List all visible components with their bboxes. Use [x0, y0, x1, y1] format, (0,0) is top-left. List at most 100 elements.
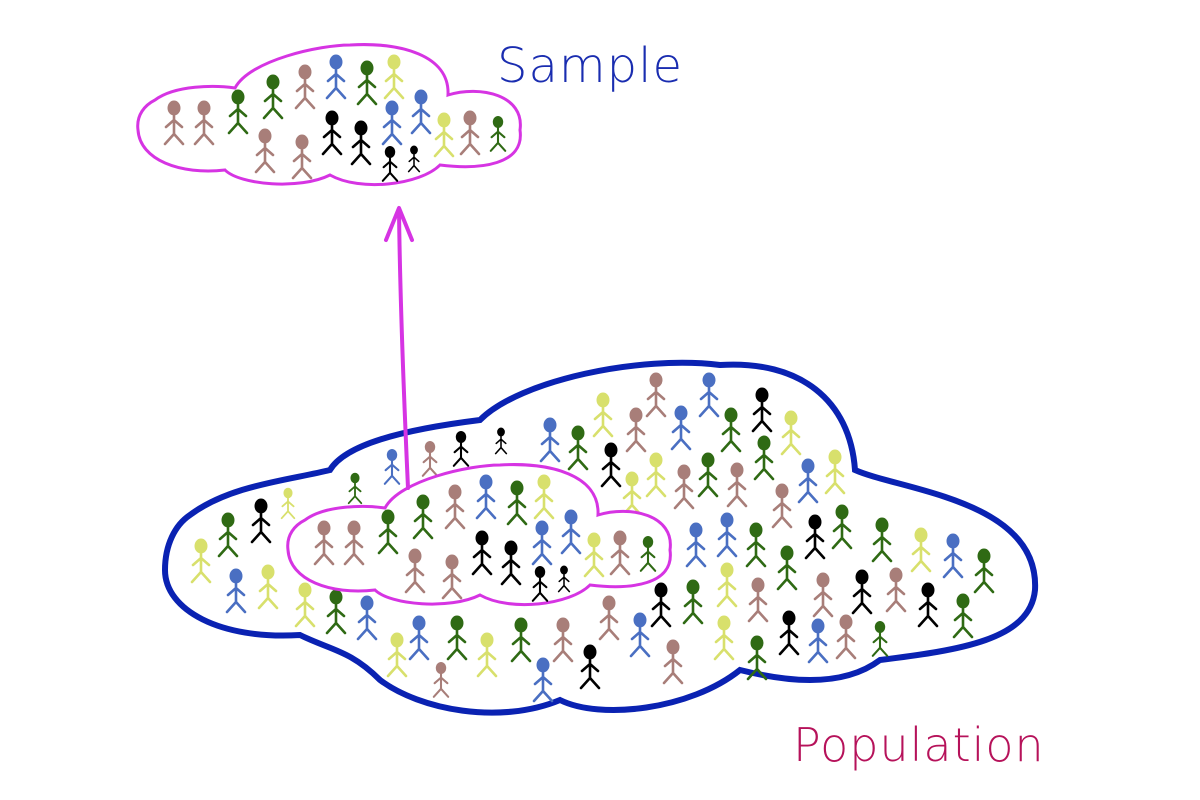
- sampled-subset-people: [313, 474, 657, 602]
- person-icon: [557, 565, 571, 593]
- person-icon: [432, 662, 450, 698]
- person-icon: [720, 407, 742, 453]
- person-icon: [776, 545, 798, 591]
- person-icon: [753, 435, 775, 481]
- person-icon: [780, 410, 802, 456]
- person-icon: [343, 520, 365, 566]
- person-icon: [325, 589, 347, 635]
- person-icon: [621, 471, 643, 517]
- person-icon: [778, 610, 800, 656]
- person-icon: [225, 568, 247, 614]
- person-icon: [713, 615, 735, 661]
- person-icon: [583, 532, 605, 578]
- person-icon: [697, 452, 719, 498]
- person-icon: [356, 60, 378, 106]
- person-icon: [670, 405, 692, 451]
- person-icon: [404, 548, 426, 594]
- person-icon: [807, 618, 829, 664]
- person-icon: [673, 464, 695, 510]
- person-icon: [552, 617, 574, 663]
- person-icon: [533, 474, 555, 520]
- person-icon: [917, 582, 939, 628]
- person-icon: [254, 128, 276, 174]
- person-icon: [280, 487, 296, 520]
- person-icon: [291, 134, 313, 180]
- person-icon: [381, 146, 399, 182]
- person-icon: [600, 442, 622, 488]
- person-icon: [751, 387, 773, 433]
- person-icon: [952, 593, 974, 639]
- person-icon: [386, 632, 408, 678]
- person-icon: [227, 89, 249, 135]
- person-icon: [475, 474, 497, 520]
- person-icon: [771, 483, 793, 529]
- person-icon: [494, 427, 508, 455]
- person-icon: [824, 449, 846, 495]
- person-icon: [685, 522, 707, 568]
- person-icon: [313, 520, 335, 566]
- person-icon: [592, 392, 614, 438]
- person-icon: [163, 100, 185, 146]
- person-icon: [452, 431, 470, 467]
- person-icon: [650, 582, 672, 628]
- person-icon: [250, 498, 272, 544]
- person-icon: [257, 564, 279, 610]
- person-icon: [726, 462, 748, 508]
- person-icon: [217, 512, 239, 558]
- person-icon: [831, 504, 853, 550]
- person-icon: [294, 64, 316, 110]
- person-icon: [609, 530, 631, 576]
- person-icon: [408, 615, 430, 661]
- person-icon: [835, 614, 857, 660]
- population-label: Population: [793, 718, 1045, 772]
- person-icon: [797, 458, 819, 504]
- sample-people: [163, 54, 507, 182]
- person-icon: [294, 582, 316, 628]
- person-icon: [629, 612, 651, 658]
- person-icon: [459, 110, 481, 156]
- person-icon: [698, 372, 720, 418]
- person-icon: [444, 484, 466, 530]
- person-icon: [746, 635, 768, 681]
- person-icon: [625, 407, 647, 453]
- person-icon: [506, 480, 528, 526]
- person-icon: [321, 110, 343, 156]
- person-icon: [441, 554, 463, 600]
- person-icon: [489, 116, 507, 152]
- person-icon: [804, 514, 826, 560]
- person-icon: [356, 595, 378, 641]
- person-icon: [716, 562, 738, 608]
- person-icon: [851, 569, 873, 615]
- sample-label: Sample: [497, 38, 683, 94]
- person-icon: [350, 120, 372, 166]
- person-icon: [871, 517, 893, 563]
- person-icon: [421, 441, 439, 477]
- person-icon: [560, 509, 582, 555]
- person-icon: [407, 145, 421, 173]
- person-icon: [446, 615, 468, 661]
- person-icon: [510, 617, 532, 663]
- person-icon: [193, 100, 215, 146]
- person-icon: [682, 579, 704, 625]
- person-icon: [567, 425, 589, 471]
- person-icon: [645, 452, 667, 498]
- person-icon: [412, 494, 434, 540]
- person-icon: [579, 644, 601, 690]
- person-icon: [716, 512, 738, 558]
- person-icon: [885, 567, 907, 613]
- person-icon: [381, 100, 403, 146]
- person-icon: [433, 112, 455, 158]
- person-icon: [973, 548, 995, 594]
- person-icon: [347, 472, 363, 505]
- person-icon: [645, 372, 667, 418]
- person-icon: [190, 538, 212, 584]
- person-icon: [383, 54, 405, 100]
- person-icon: [410, 89, 432, 135]
- sampling-arrow: [384, 206, 414, 490]
- person-icon: [325, 54, 347, 100]
- person-icon: [262, 74, 284, 120]
- person-icon: [910, 527, 932, 573]
- person-icon: [476, 632, 498, 678]
- person-icon: [942, 533, 964, 579]
